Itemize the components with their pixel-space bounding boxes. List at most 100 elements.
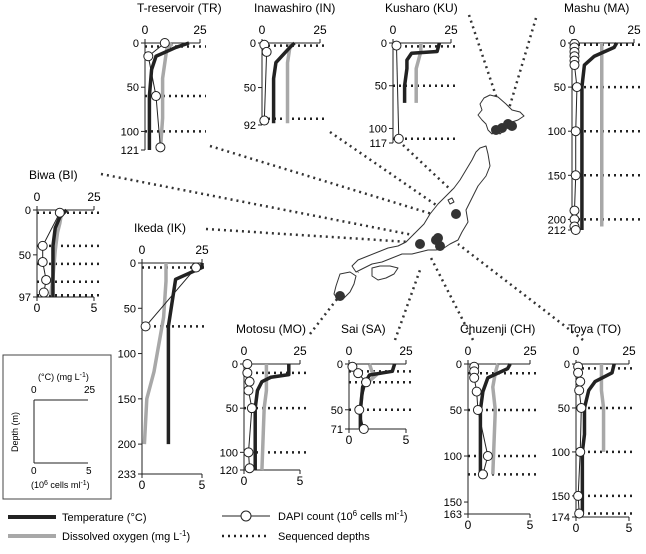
dapi-point [569, 205, 580, 216]
panel-title: Kusharo (KU) [385, 1, 458, 15]
key-bottom-label: (106 cells ml-1) [31, 480, 90, 491]
oxygen-series-line [491, 363, 500, 475]
dapi-point [570, 126, 581, 137]
dapi-point [569, 60, 580, 71]
honshu-island [351, 145, 491, 273]
depth-tick-label: 200 [548, 214, 566, 226]
temperature-series-line [402, 42, 442, 103]
depth-tick-label: 92 [244, 120, 256, 132]
dapi-point [575, 376, 586, 387]
oxygen-series-line [599, 364, 606, 452]
depth-tick-label: 0 [337, 359, 343, 371]
top-tick-label: 0 [573, 344, 580, 358]
temperature-series-line [147, 41, 190, 150]
key-depth-label: Depth (m) [10, 412, 20, 452]
dapi-point [361, 377, 372, 388]
oxygen-series-line [158, 41, 174, 151]
connector-line-0 [209, 144, 433, 216]
dapi-point [576, 402, 587, 413]
dapi-series-line [395, 45, 400, 139]
lake-site-marker [491, 125, 501, 135]
top-tick-label: 0 [259, 23, 266, 37]
depth-tick-label: 100 [118, 349, 136, 361]
depth-tick-label: 0 [130, 258, 136, 270]
connector-lines [100, 14, 584, 341]
top-tick-label: 0 [390, 23, 397, 37]
dapi-point [477, 469, 488, 480]
temperature-series-line [166, 263, 204, 445]
depth-tick-label: 0 [25, 205, 31, 217]
depth-tick-label: 71 [331, 424, 343, 436]
connector-line-3 [467, 14, 506, 121]
dapi-point [570, 225, 581, 235]
bottom-tick-label: 0 [346, 433, 353, 447]
lake-site-marker [507, 121, 517, 131]
top-tick-label: 25 [622, 344, 636, 358]
connector-line-6 [309, 271, 359, 335]
dapi-point [471, 386, 482, 397]
dapi-point [246, 403, 257, 414]
panel-title: Inawashiro (IN) [254, 1, 335, 15]
top-tick-label: 25 [627, 23, 641, 37]
dapi-point [482, 451, 493, 462]
key-top-tick-0: 0 [31, 385, 37, 396]
dapi-point [191, 262, 201, 273]
panel-title: Toya (TO) [568, 322, 621, 336]
dapi-point [573, 367, 584, 378]
top-tick-label: 0 [465, 344, 472, 358]
depth-tick-label: 0 [232, 359, 238, 371]
bottom-tick-label: 0 [241, 474, 248, 488]
panel-title: T-reservoir (TR) [137, 1, 222, 15]
depth-tick-label: 50 [558, 403, 570, 415]
depth-tick-label: 100 [444, 451, 462, 463]
bottom-tick-label: 5 [199, 478, 206, 492]
depth-tick-label: 0 [560, 38, 566, 50]
lake-site-markers [335, 119, 517, 301]
depth-tick-label: 0 [133, 38, 139, 50]
depth-tick-label: 100 [548, 126, 566, 138]
top-tick-label: 25 [87, 190, 101, 204]
legend: Temperature (°C) Dissolved oxygen (mg L-… [8, 509, 408, 543]
depth-tick-label: 50 [554, 82, 566, 94]
panel-title: Mashu (MA) [564, 1, 629, 15]
depth-tick-label: 233 [118, 469, 136, 481]
depth-tick-label: 50 [244, 83, 256, 95]
dapi-point [574, 508, 585, 519]
dapi-point [469, 372, 480, 383]
dapi-point [353, 368, 364, 379]
top-tick-label: 25 [523, 344, 537, 358]
depth-tick-label: 100 [369, 123, 387, 135]
depth-tick-label: 120 [220, 465, 238, 477]
dapi-point [575, 446, 586, 457]
connector-line-7 [393, 269, 422, 341]
connector-line-9 [457, 243, 584, 341]
top-tick-label: 25 [444, 23, 458, 37]
depth-tick-label: 212 [548, 225, 566, 237]
lake-site-marker [433, 233, 443, 243]
depth-tick-label: 50 [450, 405, 462, 417]
legend-temperature-label: Temperature (°C) [62, 512, 146, 524]
dapi-point [244, 376, 255, 387]
depth-tick-label: 50 [226, 403, 238, 415]
dapi-point [573, 490, 584, 501]
depth-tick-label: 50 [124, 303, 136, 315]
top-tick-label: 25 [293, 344, 307, 358]
key-bottom-tick-0: 0 [31, 466, 37, 477]
depth-tick-label: 100 [220, 447, 238, 459]
dapi-point [570, 170, 581, 181]
depth-tick-label: 0 [456, 359, 462, 371]
dapi-point [151, 91, 161, 102]
oxygen-series-line [414, 43, 423, 103]
dapi-point [347, 361, 358, 372]
bottom-tick-label: 0 [34, 301, 41, 315]
depth-tick-label: 150 [552, 491, 570, 503]
panel-title: Ikeda (IK) [134, 221, 186, 235]
legend-dapi-marker [240, 510, 252, 522]
top-tick-label: 25 [193, 23, 207, 37]
top-tick-label: 0 [241, 344, 248, 358]
